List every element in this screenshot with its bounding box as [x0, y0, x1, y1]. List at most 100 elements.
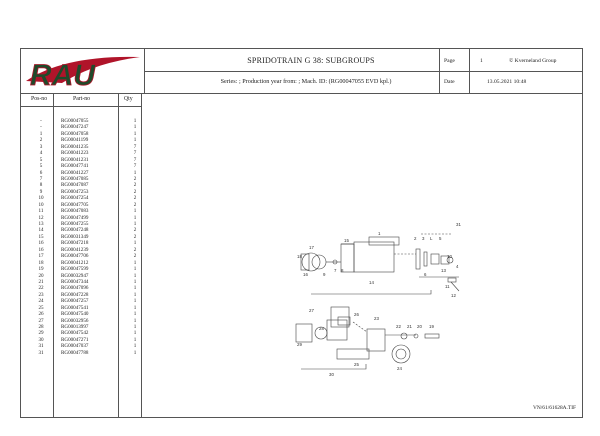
table-row: 18 RG00041212 1: [21, 260, 141, 266]
part-number-cell: RG00047055: [61, 118, 89, 124]
part-number-cell: RG00047257: [61, 298, 89, 305]
part-number-cell: RG00047037: [61, 343, 89, 350]
qty-cell: 1: [133, 124, 137, 131]
qty-cell: 1: [133, 130, 137, 137]
callout-label: 20: [417, 324, 422, 329]
qty-cell: 7: [133, 163, 137, 170]
part-number-cell: RG00047741: [61, 163, 89, 170]
part-number-cell: RG00032956: [61, 317, 89, 324]
pos-cell: 10: [38, 201, 44, 208]
sheet-header: RAU SPRIDOTRAIN G 38: SUBGROUPS Series: …: [21, 49, 582, 94]
qty-cell: 2: [133, 246, 137, 253]
pos-cell: 12: [38, 214, 44, 221]
callout-label: 3: [422, 236, 425, 241]
part-number-cell: RG00047542: [61, 330, 89, 337]
svg-text:RAU: RAU: [30, 59, 96, 91]
pos-cell: 9: [39, 188, 43, 195]
pos-cell: 4: [39, 150, 43, 157]
qty-cell: 7: [133, 156, 137, 163]
qty-cell: 1: [133, 311, 137, 318]
callout-label: 13: [441, 268, 446, 273]
qty-cell: 1: [133, 336, 137, 343]
part-number-cell: RG00047218: [61, 240, 89, 247]
part-number-cell: RG00047788: [61, 349, 89, 356]
pos-cell: 5: [39, 163, 43, 170]
pos-cell: 30: [38, 336, 44, 343]
pos-cell: 18: [38, 259, 44, 266]
qty-cell: 7: [133, 150, 137, 157]
part-number-cell: RG00047541: [61, 304, 89, 311]
pos-cell: 27: [38, 317, 44, 324]
pos-cell: -: [40, 118, 42, 124]
part-number-cell: RG00047253: [61, 188, 89, 195]
pos-cell: 13: [38, 221, 44, 227]
part-number-cell: RG00047058: [61, 130, 89, 137]
callout-label: 16: [303, 272, 308, 277]
part-number-cell: RG00041227: [61, 169, 89, 176]
callout-label: 22: [396, 324, 401, 329]
pos-cell: 28: [38, 324, 44, 330]
part-number-cell: RG00047087: [61, 182, 89, 189]
qty-cell: 1: [133, 214, 137, 221]
part-number-cell: RG00047271: [61, 336, 89, 343]
date-value: 13.05.2021 10:48: [487, 79, 527, 85]
qty-cell: 2: [133, 233, 137, 240]
header-divider: [144, 71, 582, 72]
pos-cell: 20: [38, 272, 44, 279]
callout-label: 21: [407, 324, 412, 329]
part-number-cell: RG00032947: [61, 272, 89, 279]
copyright: © Kverneland Group: [509, 58, 557, 64]
callout-label: 12: [451, 293, 456, 298]
pos-cell: 14: [38, 227, 44, 234]
callout-label: 4: [456, 264, 459, 269]
callout-label: 24: [397, 366, 402, 371]
callout-label: 15: [344, 238, 349, 243]
part-number-cell: RG00041235: [61, 143, 89, 150]
series-line: Series: ; Production year from: ; Mach. …: [220, 78, 392, 85]
qty-cell: 2: [133, 195, 137, 202]
pump-body: [353, 241, 395, 273]
qty-cell: 1: [133, 330, 137, 337]
callout-label: 25: [354, 362, 359, 367]
qty-cell: 2: [133, 253, 137, 260]
qty-cell: 2: [133, 201, 137, 208]
table-row: 10 RG00047705 2: [21, 202, 141, 208]
page-number: 1: [480, 58, 483, 64]
callout-label: 7: [334, 268, 337, 273]
part-number-cell: RG00047705: [61, 201, 89, 208]
part-number-cell: RG00041212: [61, 259, 89, 266]
callout-label: 9: [323, 272, 326, 277]
qty-cell: 1: [133, 240, 137, 247]
part-number-cell: RG00041199: [61, 137, 89, 144]
pos-cell: 8: [39, 182, 43, 189]
pos-cell: 23: [38, 291, 44, 298]
pos-cell: 19: [38, 266, 44, 273]
exploded-diagram: 31 1 2 3 L 5 15 17 18 16 9 7 8 14 6 13 1…: [141, 94, 582, 418]
callout-label: 8: [341, 268, 344, 273]
column-divider: [53, 94, 54, 418]
qty-cell: 1: [133, 259, 137, 266]
date-label: Date: [444, 79, 455, 85]
column-divider: [118, 94, 119, 418]
